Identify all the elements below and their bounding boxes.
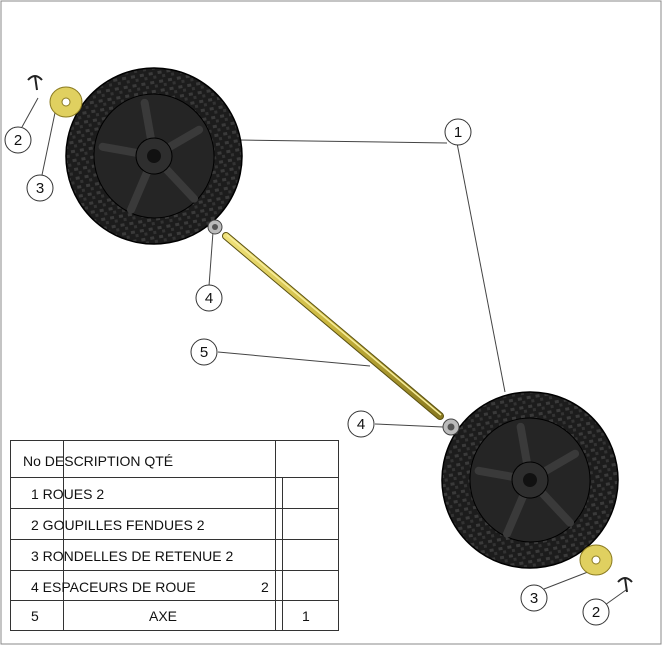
bom-row-1: 1 ROUES 2 (11, 478, 338, 509)
balloon-circle-b2a (4, 126, 32, 154)
balloon-circle-b3a (26, 174, 54, 202)
column-divider (275, 441, 276, 630)
bom-row-qty: 1 (302, 608, 310, 624)
item-balloons: 1 2 3 4 5 4 3 2 (4, 118, 610, 626)
bom-header-text: No DESCRIPTION QTÉ (23, 453, 174, 469)
balloon-circle-b3b (520, 584, 548, 612)
bom-row-qty: 2 (261, 579, 269, 595)
leader-1-bottom (456, 142, 506, 393)
bom-row-text: 1 ROUES 2 (31, 486, 105, 502)
balloon-circle-b5 (190, 338, 218, 366)
balloon-label-b3b: 3 (530, 590, 538, 607)
cotter-pin-top (27, 75, 43, 91)
cotter-pin-bottom (617, 577, 633, 593)
leader-5 (217, 351, 371, 367)
balloon-circle-b1 (444, 118, 472, 146)
balloon-circle-b4a (195, 284, 223, 312)
bom-row-4: 4 ESPACEURS DE ROUE 2 (11, 571, 338, 601)
leader-4a (208, 231, 214, 287)
wheel-spacer-top (207, 219, 223, 235)
leader-3b (543, 569, 594, 590)
column-divider (63, 441, 64, 630)
leader-2b (604, 589, 627, 606)
balloon-label-b2b: 2 (592, 604, 600, 621)
balloon-label-b5: 5 (200, 344, 208, 361)
balloon-label-b4b: 4 (357, 416, 365, 433)
leader-lines (21, 97, 627, 606)
retaining-washer-bottom (579, 544, 613, 576)
leader-2a (21, 97, 39, 128)
leader-1-top (239, 139, 448, 144)
bom-header-row: No DESCRIPTION QTÉ (11, 441, 338, 478)
column-divider (282, 478, 283, 630)
balloon-label-b4a: 4 (205, 290, 213, 307)
bom-row-desc: AXE (149, 608, 178, 624)
bill-of-materials-table: No DESCRIPTION QTÉ 1 ROUES 2 2 GOUPILLES… (10, 440, 339, 631)
bom-row-text: 2 GOUPILLES FENDUES 2 (31, 517, 205, 533)
leader-3a (41, 107, 57, 176)
balloon-circle-b4b (347, 410, 375, 438)
bom-row-2: 2 GOUPILLES FENDUES 2 (11, 509, 338, 540)
axle (222, 232, 444, 420)
balloon-circle-b2b (582, 598, 610, 626)
balloon-label-b3a: 3 (36, 180, 44, 197)
wheel-bottom-right (441, 391, 619, 569)
bom-row-3: 3 RONDELLES DE RETENUE 2 (11, 540, 338, 571)
bom-row-5: 5 AXE 1 (11, 601, 338, 631)
leader-4b (374, 423, 444, 428)
bom-row-no: 5 (31, 608, 39, 624)
balloon-label-b1: 1 (454, 124, 462, 141)
wheel-spacer-bottom (442, 418, 460, 436)
retaining-washer-top (49, 86, 83, 118)
balloon-label-b2a: 2 (14, 132, 22, 149)
wheel-top-left (65, 67, 243, 245)
bom-row-text: 3 RONDELLES DE RETENUE 2 (31, 548, 234, 564)
bom-row-text: 4 ESPACEURS DE ROUE (31, 579, 196, 595)
